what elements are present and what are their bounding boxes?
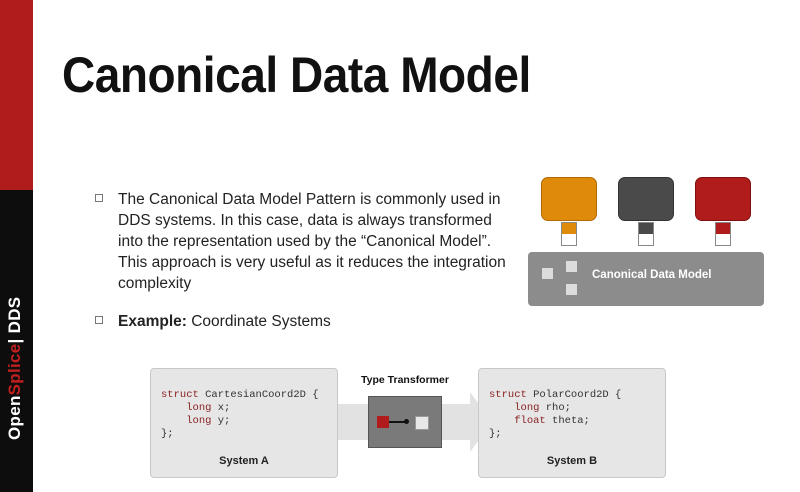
bullet-text: Example: Coordinate Systems: [118, 311, 331, 332]
bullet-square-icon: [95, 194, 103, 202]
code-line: CartesianCoord2D {: [205, 389, 319, 401]
connector-orange: [561, 222, 577, 246]
system-a-code: struct CartesianCoord2D { long x; long y…: [161, 389, 319, 440]
type-transformer-label: Type Transformer: [361, 374, 449, 386]
code-line: float theta;: [514, 415, 590, 427]
brand-logo: OpenSplice| DDS: [5, 297, 25, 440]
system-box-red: [695, 177, 751, 221]
connector-dark: [638, 222, 654, 246]
system-b-code: struct PolarCoord2D { long rho; float th…: [489, 389, 622, 440]
code-line: long y;: [186, 415, 231, 427]
code-line: long rho;: [514, 402, 571, 414]
system-a-label: System A: [219, 455, 269, 467]
example-text: Coordinate Systems: [186, 313, 331, 330]
example-label: Example:: [118, 313, 187, 330]
canonical-square-icon: [566, 261, 577, 272]
canonical-model-label: Canonical Data Model: [592, 269, 712, 281]
system-box-dark: [618, 177, 674, 221]
system-box-orange: [541, 177, 597, 221]
transform-dot-icon: [404, 419, 409, 424]
brand-part-dds: | DDS: [5, 296, 24, 344]
brand-part-splice: Splice: [5, 343, 24, 396]
brand-part-open: Open: [5, 395, 24, 440]
bullet-text: The Canonical Data Model Pattern is comm…: [118, 191, 506, 292]
sidebar-accent: [0, 0, 33, 190]
slide-title: Canonical Data Model: [62, 47, 531, 103]
canonical-square-icon: [542, 268, 553, 279]
system-b-box: struct PolarCoord2D { long rho; float th…: [478, 368, 666, 478]
output-square-icon: [415, 416, 429, 430]
code-line: PolarCoord2D {: [533, 389, 622, 401]
connector-red: [715, 222, 731, 246]
input-square-icon: [377, 416, 389, 428]
bullet-square-icon: [95, 316, 103, 324]
type-transformer-box: [368, 396, 442, 448]
transform-arrow-icon: [389, 421, 407, 423]
copyright-mark: [790, 185, 794, 305]
code-line: };: [161, 428, 174, 440]
sidebar: OpenSplice| DDS: [0, 0, 33, 492]
system-a-box: struct CartesianCoord2D { long x; long y…: [150, 368, 338, 478]
system-b-label: System B: [546, 455, 598, 467]
canonical-model-bar: Canonical Data Model: [528, 252, 764, 306]
code-line: };: [489, 428, 502, 440]
canonical-square-icon: [566, 284, 577, 295]
code-line: long x;: [186, 402, 231, 414]
